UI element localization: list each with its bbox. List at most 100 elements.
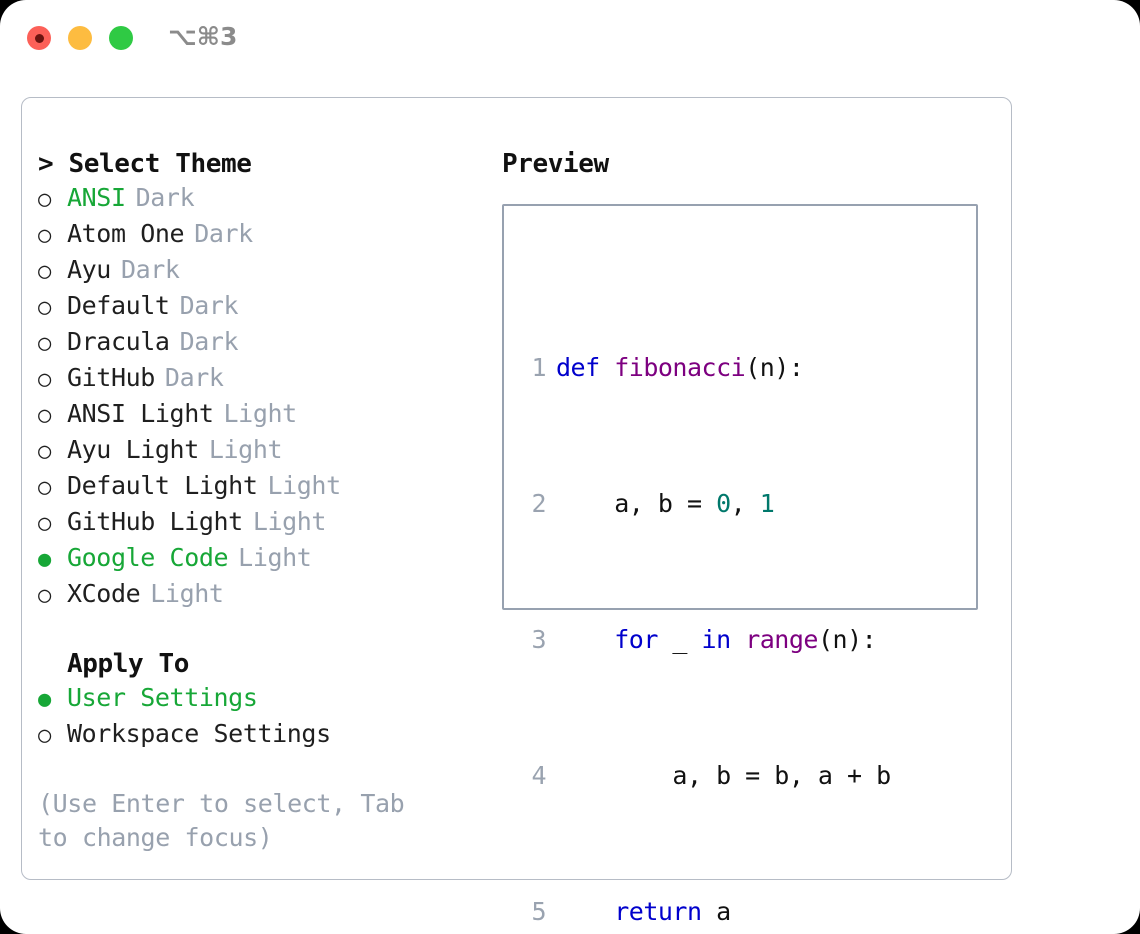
apply-to-option-workspace-settings[interactable]: ○ Workspace Settings (38, 717, 483, 753)
minimize-window-button[interactable] (68, 26, 92, 50)
radio-selected-icon: ● (38, 547, 51, 572)
theme-option-tag: Light (150, 579, 224, 608)
apply-to-option-label: Workspace Settings (67, 719, 331, 748)
theme-option-label: Ayu (67, 255, 111, 284)
code-token: (n): (817, 625, 877, 654)
code-token: fibonacci (614, 353, 746, 382)
theme-option-label: GitHub (67, 363, 155, 392)
close-window-button[interactable] (27, 26, 51, 50)
theme-option-label: XCode (67, 579, 141, 608)
line-number: 3 (531, 625, 546, 654)
theme-option-tag: Light (238, 543, 312, 572)
theme-option-tag: Dark (120, 255, 180, 284)
line-number: 4 (531, 761, 546, 790)
theme-option-label: Ayu Light (67, 435, 199, 464)
code-token: a (701, 897, 731, 926)
maximize-window-button[interactable] (109, 26, 133, 50)
theme-option-label: Dracula (67, 327, 170, 356)
theme-option-default-dark[interactable]: ○ Default Dark (38, 289, 483, 325)
code-line: 4 a, b = b, a + b (516, 759, 920, 793)
preview-heading: Preview (502, 149, 609, 179)
theme-option-label: ANSI Light (67, 399, 214, 428)
theme-option-google-code-light[interactable]: ● Google Code Light (38, 541, 483, 577)
code-line: 3 for _ in range(n): (516, 623, 920, 657)
apply-to-option-label: User Settings (67, 683, 258, 712)
radio-icon: ○ (38, 723, 51, 748)
code-token (556, 625, 614, 654)
code-token: (n): (745, 353, 804, 382)
theme-option-atom-one-dark[interactable]: ○ Atom One Dark (38, 217, 483, 253)
theme-option-ayu-light[interactable]: ○ Ayu Light Light (38, 433, 483, 469)
radio-icon: ○ (38, 511, 51, 536)
traffic-lights (27, 26, 133, 50)
radio-icon: ○ (38, 439, 51, 464)
code-token: range (745, 625, 818, 654)
code-token: for (614, 625, 658, 654)
code-token: a, b = b, a + b (556, 761, 891, 790)
theme-option-ansi-light[interactable]: ○ ANSI Light Light (38, 397, 483, 433)
code-token: in (701, 625, 732, 654)
code-token: 0 (716, 489, 731, 518)
code-token: def (556, 353, 615, 382)
theme-option-tag: Light (267, 471, 341, 500)
theme-option-xcode-light[interactable]: ○ XCode Light (38, 577, 483, 613)
radio-icon: ○ (38, 223, 51, 248)
radio-icon: ○ (38, 403, 51, 428)
radio-icon: ○ (38, 475, 51, 500)
code-line: 1 def fibonacci(n): (516, 351, 920, 385)
code-token: , (730, 489, 760, 518)
radio-icon: ○ (38, 367, 51, 392)
theme-option-label: ANSI (67, 183, 126, 212)
code-line: 2 a, b = 0, 1 (516, 487, 920, 521)
theme-option-tag: Dark (179, 291, 239, 320)
theme-option-tag: Light (223, 399, 298, 428)
radio-icon: ○ (38, 583, 51, 608)
code-token: 1 (759, 489, 775, 518)
theme-option-tag: Dark (194, 219, 253, 248)
keyboard-hint-text: (Use Enter to select, Tab to change focu… (38, 789, 405, 852)
theme-option-tag: Dark (135, 183, 195, 212)
theme-option-default-light[interactable]: ○ Default Light Light (38, 469, 483, 505)
radio-icon: ○ (38, 331, 51, 356)
theme-option-dracula-dark[interactable]: ○ Dracula Dark (38, 325, 483, 361)
theme-option-tag: Light (252, 507, 327, 536)
title-bar: ⌥⌘3 (0, 0, 1140, 78)
code-token: a, b = (556, 489, 717, 518)
theme-option-label: Atom One (67, 219, 185, 248)
line-number: 5 (531, 897, 546, 926)
apply-to-option-list: ● User Settings ○ Workspace Settings (38, 681, 483, 753)
line-number: 1 (531, 353, 546, 382)
theme-option-github-dark[interactable]: ○ GitHub Dark (38, 361, 483, 397)
code-token: _ (657, 625, 702, 654)
radio-icon: ○ (38, 295, 51, 320)
list-spacer (38, 613, 483, 647)
theme-option-tag: Light (208, 435, 283, 464)
theme-option-label: Default (67, 291, 170, 320)
theme-option-ansi-dark[interactable]: ○ ANSI Dark (38, 181, 483, 217)
code-token: return (614, 897, 702, 926)
line-number: 2 (531, 489, 546, 518)
theme-option-label: Google Code (67, 543, 229, 572)
theme-option-tag: Dark (179, 327, 239, 356)
code-token (556, 897, 614, 926)
select-theme-heading: > Select Theme (38, 149, 252, 179)
theme-option-label: Default Light (67, 471, 258, 500)
apply-to-option-user-settings[interactable]: ● User Settings (38, 681, 483, 717)
theme-option-tag: Dark (164, 363, 224, 392)
theme-option-ayu-dark[interactable]: ○ Ayu Dark (38, 253, 483, 289)
radio-icon: ○ (38, 259, 51, 284)
radio-selected-icon: ● (38, 687, 51, 712)
code-token (731, 625, 746, 654)
apply-to-heading: Apply To (67, 649, 190, 679)
radio-icon: ○ (38, 187, 51, 212)
keyboard-shortcut-label: ⌥⌘3 (168, 22, 238, 51)
code-line: 5 return a (516, 895, 920, 929)
